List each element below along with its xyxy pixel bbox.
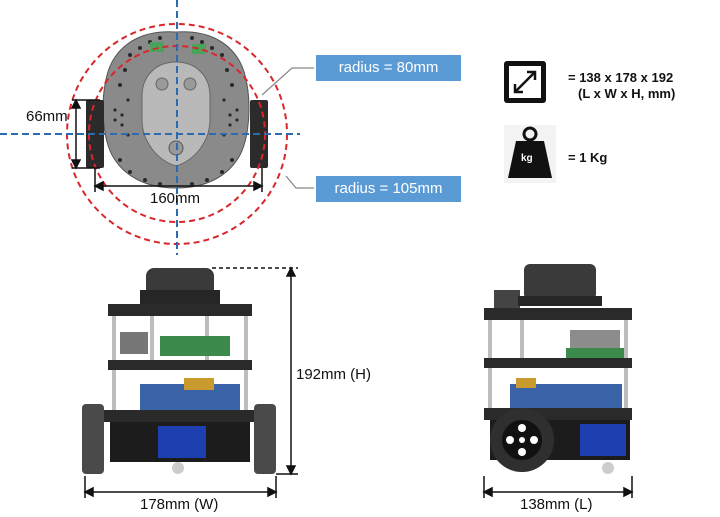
battery [158,426,206,458]
radius-105-leader [285,175,314,189]
top-view [0,0,314,255]
weight-icon-text: kg [521,153,533,164]
dim-66-label: 66mm [26,108,68,125]
side-wheel [490,408,554,472]
dimensions-spec-line1: = 138 x 178 x 192 [568,70,674,85]
side-view [482,264,634,498]
length-label: 138mm (L) [520,496,593,513]
radius-105-label: radius = 105mm [316,176,461,202]
front-plate-bottom [100,410,260,422]
front-view [82,266,298,498]
front-right-wheel [254,404,276,474]
radius-80-leader [261,67,314,96]
front-plate-top [108,304,252,316]
dim-160-label: 160mm [150,190,201,207]
dim-160-arrow [93,168,264,192]
front-plate-middle [108,360,252,370]
weight-spec: = 1 Kg [568,150,608,165]
dim-178-arrow [83,476,278,498]
dim-138-arrow [482,476,634,498]
weight-icon [504,125,556,183]
side-lidar [524,264,596,300]
radius-80-label: radius = 80mm [316,55,461,81]
dim-66-arrow [70,98,100,170]
front-left-wheel [82,404,104,474]
dim-192-arrow [212,266,298,476]
height-label: 192mm (H) [296,366,372,383]
width-label: 178mm (W) [140,496,219,513]
dimensions-spec-line2: (L x W x H, mm) [578,86,676,101]
resize-icon [504,61,546,103]
